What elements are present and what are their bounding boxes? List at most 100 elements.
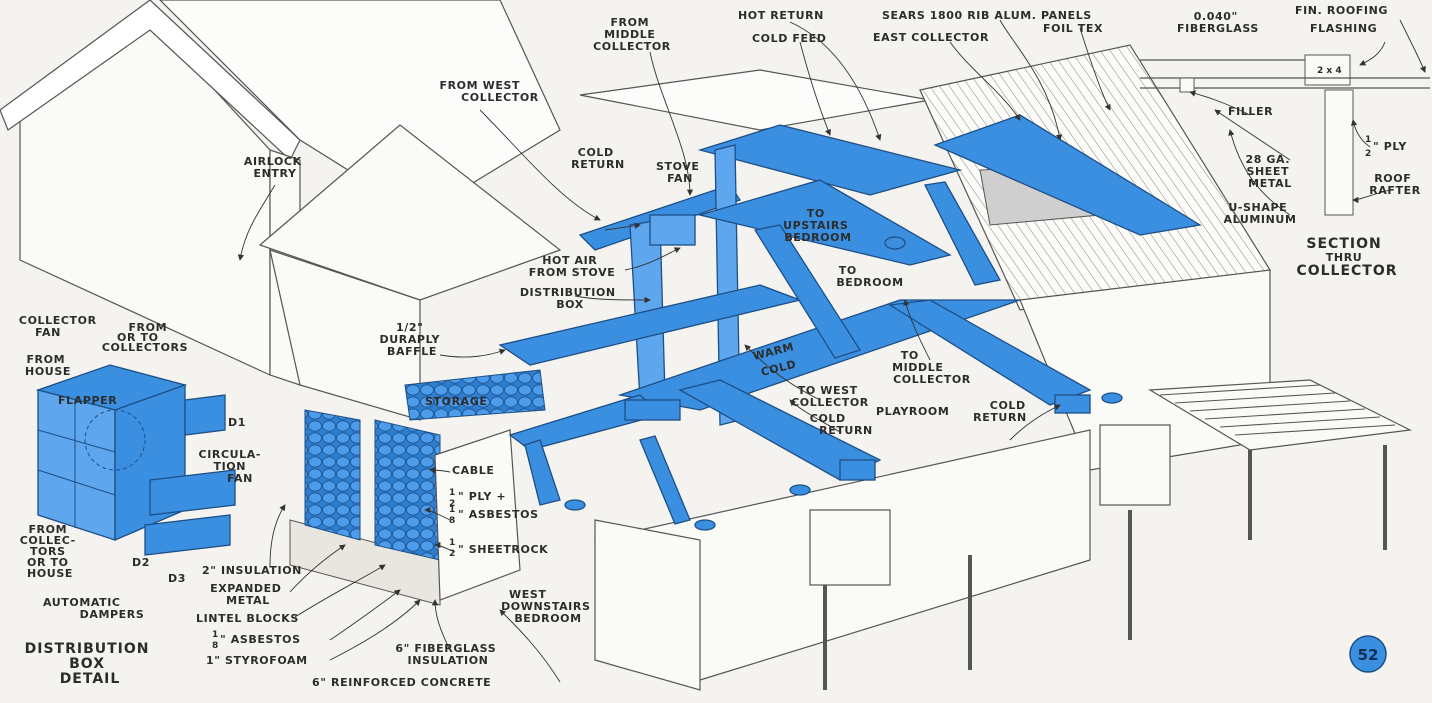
duct-collector-inner: [933, 114, 1202, 236]
label-collector-fan: COLLECTOR FAN: [19, 314, 101, 339]
label-cold-feed: COLD FEED: [752, 32, 826, 45]
label-from-house: FROM HOUSE: [25, 353, 71, 378]
label-hot-air-from-stove: HOT AIR FROM STOVE: [529, 254, 616, 279]
svg-text:1: 1: [449, 488, 455, 498]
label-expanded-metal: EXPANDED METAL: [210, 582, 286, 607]
svg-text:" PLY +: " PLY +: [458, 490, 506, 503]
side-window: [1099, 424, 1171, 506]
svg-text:8: 8: [449, 516, 455, 526]
box-outlet-d1: [184, 394, 226, 436]
svg-text:" ASBESTOS: " ASBESTOS: [220, 633, 301, 646]
box-outlet-lower: [149, 469, 236, 516]
label-cable: CABLE: [452, 464, 495, 477]
duct-drop-2: [639, 435, 691, 525]
leader-lines: [237, 19, 1426, 683]
roof-rafter-section: [1324, 89, 1354, 216]
label-sheet-metal: 28 GA. SHEET METAL: [1245, 153, 1294, 190]
duct-to-playroom: [678, 379, 882, 481]
label-fiberglass-040: 0.040" FIBERGLASS: [1177, 10, 1259, 35]
label-hot-return: HOT RETURN: [738, 9, 824, 22]
svg-text:1: 1: [449, 505, 455, 515]
svg-text:8: 8: [212, 641, 218, 651]
label-eighth-asbestos: 1 8 " ASBESTOS: [212, 630, 301, 651]
callout-labels: FROM MIDDLE COLLECTOR HOT RETURN COLD FE…: [19, 4, 1421, 689]
label-styrofoam: 1" STYROFOAM: [206, 654, 308, 667]
label-from-middle-collector: FROM MIDDLE COLLECTOR: [593, 16, 671, 53]
rock-storage: [304, 369, 546, 601]
label-2in-insulation: 2" INSULATION: [202, 564, 302, 577]
label-flapper: FLAPPER: [58, 394, 117, 407]
center-roof: [579, 69, 931, 131]
deck: [1148, 379, 1413, 451]
box-seams: [37, 400, 116, 528]
duct-cold-return-right: [888, 299, 1092, 406]
airlock-wall: [269, 249, 421, 421]
label-distribution-box-detail: DISTRIBUTION BOX DETAIL: [25, 641, 156, 687]
box-side: [114, 384, 186, 541]
label-from-or-to-collectors: FROM OR TO COLLECTORS: [102, 321, 188, 354]
rock-bin-top: [404, 369, 546, 421]
rock-bin-left: [304, 409, 361, 541]
box-outlet-d3: [144, 514, 231, 556]
label-airlock-entry: AIRLOCK ENTRY: [244, 155, 306, 180]
label-distribution-box: DISTRIBUTION BOX: [520, 286, 620, 311]
label-d3: D3: [168, 572, 186, 585]
label-playroom: PLAYROOM: [876, 405, 949, 418]
label-east-collector: EAST COLLECTOR: [873, 31, 989, 44]
label-to-upstairs-bedroom: TO UPSTAIRS BEDROOM: [783, 207, 853, 244]
label-ply-asbestos: 1 2 " PLY + 1 8 " ASBESTOS: [449, 488, 538, 526]
front-window: [809, 509, 891, 586]
circulation-fan-outline: [84, 409, 146, 471]
section-filler: [1179, 77, 1195, 93]
label-to-bedroom: TO BEDROOM: [836, 264, 903, 289]
label-cold-return-mid: COLD RETURN: [810, 412, 873, 437]
label-roof-rafter: ROOF RAFTER: [1369, 172, 1421, 197]
distribution-box-detail: [35, 364, 236, 556]
svg-text:2: 2: [449, 499, 455, 509]
label-stove-fan: STOVE FAN: [656, 160, 704, 185]
duct-junction: [624, 399, 681, 421]
label-to-west-collector: TO WEST COLLECTOR: [791, 384, 869, 409]
storage-divider: [434, 429, 521, 601]
label-u-shape: U-SHAPE ALUMINUM: [1224, 201, 1297, 226]
front-left-wall: [594, 519, 701, 691]
duct-diagonal: [753, 224, 862, 359]
register-3: [694, 519, 716, 531]
label-filler: FILLER: [1228, 105, 1273, 118]
main-roof: [159, 0, 561, 216]
label-lintel-blocks: LINTEL BLOCKS: [196, 612, 299, 625]
rock-bin-center: [374, 419, 441, 561]
label-reinforced-concrete: 6" REINFORCED CONCRETE: [312, 676, 491, 689]
page-number-badge: 52: [1349, 635, 1387, 673]
label-to-middle-collector: TO MIDDLE COLLECTOR: [892, 349, 971, 386]
duct-drop-1: [524, 439, 561, 506]
svg-text:" SHEETROCK: " SHEETROCK: [458, 543, 548, 556]
svg-text:1: 1: [449, 538, 455, 548]
svg-text:1: 1: [212, 630, 218, 640]
page-number: 52: [1358, 646, 1379, 664]
duct-east-collector: [924, 181, 1002, 286]
label-section-thru-collector: SECTION THRU COLLECTOR: [1296, 236, 1397, 279]
duct-hot-return: [697, 124, 963, 196]
svg-text:2: 2: [449, 549, 455, 559]
label-fin-roofing: FIN. ROOFING: [1295, 4, 1388, 17]
label-cold-return-right: COLD RETURN: [973, 399, 1030, 424]
label-from-collectors-or-to-house: FROM COLLEC- TORS OR TO HOUSE: [20, 523, 81, 580]
duct-end-playroom: [839, 459, 876, 481]
label-automatic-dampers: AUTOMATIC DAMPERS: [43, 596, 144, 621]
label-duraply-baffle: 1/2" DURAPLY BAFFLE: [379, 321, 444, 358]
label-from-west-collector: FROM WEST COLLECTOR: [439, 79, 538, 104]
label-2x4: 2 x 4: [1317, 66, 1342, 76]
register-4: [1101, 392, 1123, 404]
register-2: [564, 499, 586, 511]
label-half-ply: 1 2 " PLY: [1365, 132, 1407, 159]
label-d1: D1: [228, 416, 246, 429]
collector-section: [1140, 54, 1430, 216]
label-sears-panels: SEARS 1800 RIB ALUM. PANELS: [882, 9, 1092, 22]
label-d2: D2: [132, 556, 150, 569]
label-fiberglass-insulation: 6" FIBERGLASS INSULATION: [395, 642, 500, 667]
register-bedroom: [884, 236, 906, 250]
deck-posts: [823, 445, 1387, 690]
